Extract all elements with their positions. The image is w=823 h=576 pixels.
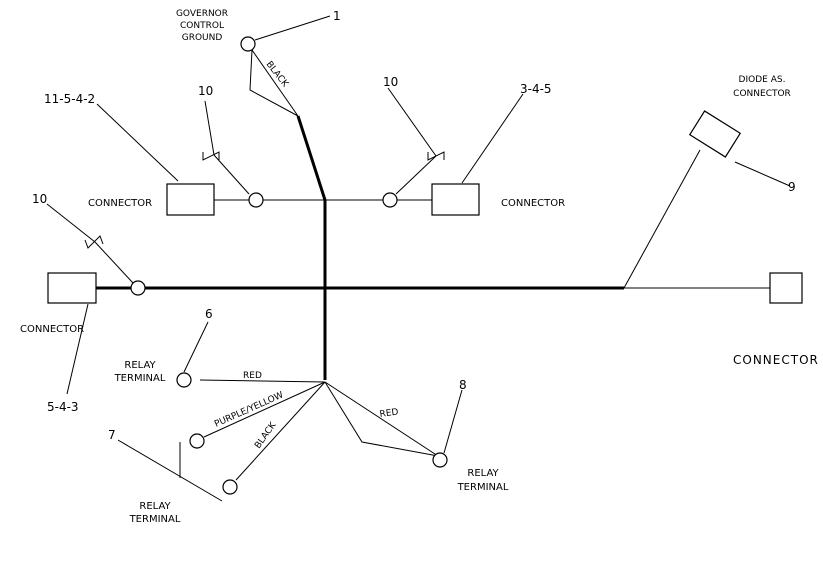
leader-9 (734, 161, 791, 187)
diode-wire (623, 149, 701, 289)
callout-10-b: 10 (383, 75, 398, 89)
relay8-label-line1: RELAY (467, 468, 499, 479)
connector-upper-left-label: CONNECTOR (88, 198, 152, 209)
leader-1 (254, 15, 331, 41)
connector-left-label: CONNECTOR (20, 324, 84, 335)
leader-10-c (46, 203, 96, 243)
connector-left (47, 272, 97, 304)
leader-top-left (96, 103, 179, 182)
cut-mark-10-c (84, 235, 104, 249)
callout-1: 1 (333, 9, 341, 23)
cut-mark-10-a (202, 151, 220, 161)
leader-7 (117, 439, 223, 502)
diode-label-line2: CONNECTOR (733, 89, 791, 99)
governor-label-line3: GROUND (182, 33, 223, 43)
connector-right-label: CONNECTOR (733, 353, 819, 367)
terminal-left (130, 280, 146, 296)
terminal-relay8 (432, 452, 448, 468)
black-wire-relay7 (235, 381, 326, 481)
leader-10-b-lower (395, 155, 437, 195)
purple-yellow-wire (203, 381, 326, 438)
callout-10-c: 10 (32, 192, 47, 206)
terminal-relay6 (176, 372, 192, 388)
wire-label-red-right: RED (379, 407, 399, 420)
callout-10-a: 10 (198, 84, 213, 98)
callout-8: 8 (459, 378, 467, 392)
relay7-label-line2: TERMINAL (129, 514, 181, 525)
callout-9: 9 (788, 180, 796, 194)
governor-label-line2: CONTROL (180, 21, 224, 31)
governor-ground-wire (249, 48, 299, 117)
diode-connector-box (688, 110, 742, 158)
connector-upper-right (431, 183, 480, 216)
cut-mark-10-b (427, 151, 445, 161)
relay8-label-line2: TERMINAL (457, 482, 509, 493)
callout-top-left: 11-5-4-2 (44, 92, 95, 106)
callout-6: 6 (205, 307, 213, 321)
callout-7: 7 (108, 428, 116, 442)
leader-10-b (387, 87, 437, 157)
relay6-label-line2: TERMINAL (114, 373, 166, 384)
callout-left: 5-4-3 (47, 400, 79, 414)
leader-8 (443, 389, 463, 454)
terminal-relay7-upper (189, 433, 205, 449)
red-wire-relay6 (199, 379, 326, 383)
diode-label-line1: DIODE AS. (739, 75, 786, 85)
leader-10-a-lower (213, 154, 250, 195)
terminal-relay7-lower (222, 479, 238, 495)
terminal-governor-ground (240, 36, 256, 52)
relay6-label-line1: RELAY (124, 360, 156, 371)
terminal-upper-right (382, 192, 398, 208)
connector-upper-left (166, 183, 215, 216)
leader-10-a (204, 100, 215, 156)
leader-10-c-lower (94, 241, 134, 284)
red-wire-relay8 (324, 381, 439, 457)
leader-top-right (461, 93, 524, 184)
connector-upper-right-label: CONNECTOR (501, 198, 565, 209)
leader-left (66, 303, 89, 395)
connector-right (769, 272, 803, 304)
wire-label-red-left: RED (243, 371, 262, 381)
relay7-label-line1: RELAY (139, 501, 171, 512)
governor-label-line1: GOVERNOR (176, 9, 228, 19)
terminal-upper-left (248, 192, 264, 208)
governor-ground-trunk (296, 115, 327, 201)
leader-6 (183, 321, 209, 373)
callout-top-right: 3-4-5 (520, 82, 552, 96)
